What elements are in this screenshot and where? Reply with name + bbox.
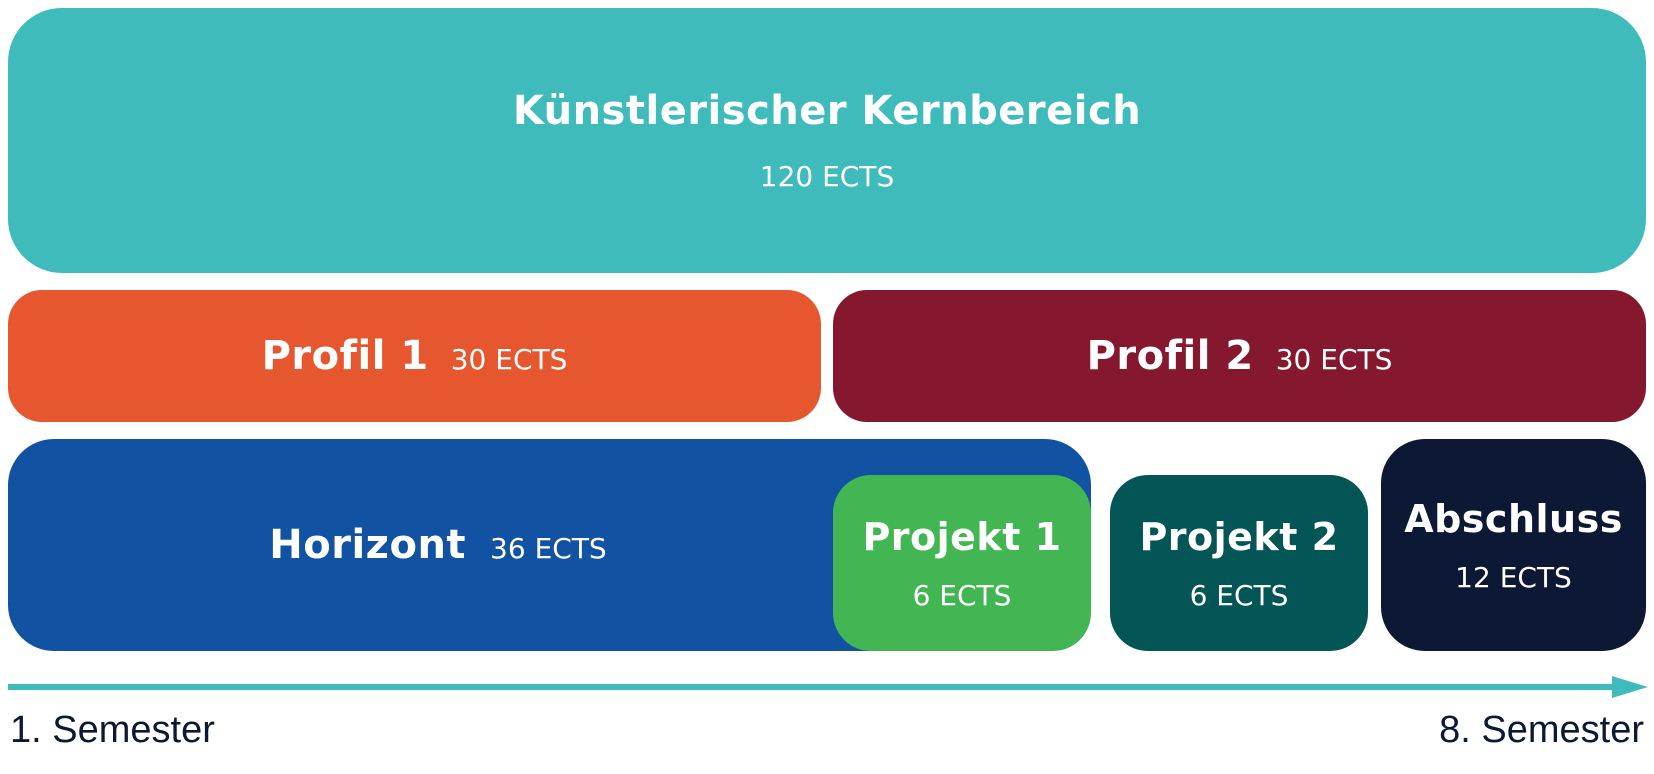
profil1-ects: 30 ECTS: [450, 342, 568, 376]
kernbereich-title: Künstlerischer Kernbereich: [512, 88, 1142, 134]
timeline-start-label: 1. Semester: [10, 709, 215, 751]
abschluss-block: Abschluss 12 ECTS: [1381, 439, 1646, 651]
timeline-line: [8, 684, 1620, 690]
horizont-ects: 36 ECTS: [490, 531, 607, 565]
projekt1-block: Projekt 1 6 ECTS: [833, 475, 1091, 651]
timeline-end-label: 8. Semester: [1439, 709, 1644, 751]
profil2-block: Profil 2 30 ECTS: [833, 290, 1646, 422]
timeline-arrow: [8, 676, 1648, 698]
abschluss-ects: 12 ECTS: [1455, 560, 1572, 594]
kernbereich-block: Künstlerischer Kernbereich 120 ECTS: [8, 8, 1646, 273]
horizont-content: Horizont 36 ECTS: [8, 439, 868, 651]
arrow-head-icon: [1612, 676, 1648, 698]
horizont-title: Horizont: [269, 522, 467, 568]
profil2-ects: 30 ECTS: [1275, 342, 1393, 376]
kernbereich-ects: 120 ECTS: [759, 160, 895, 193]
projekt1-title: Projekt 1: [862, 514, 1062, 559]
projekt2-title: Projekt 2: [1139, 514, 1339, 559]
profil1-block: Profil 1 30 ECTS: [8, 290, 821, 422]
abschluss-title: Abschluss: [1404, 496, 1623, 541]
projekt1-ects: 6 ECTS: [912, 578, 1012, 612]
profil1-title: Profil 1: [261, 333, 429, 379]
projekt2-ects: 6 ECTS: [1189, 578, 1289, 612]
projekt2-block: Projekt 2 6 ECTS: [1110, 475, 1368, 651]
profil2-title: Profil 2: [1086, 333, 1254, 379]
